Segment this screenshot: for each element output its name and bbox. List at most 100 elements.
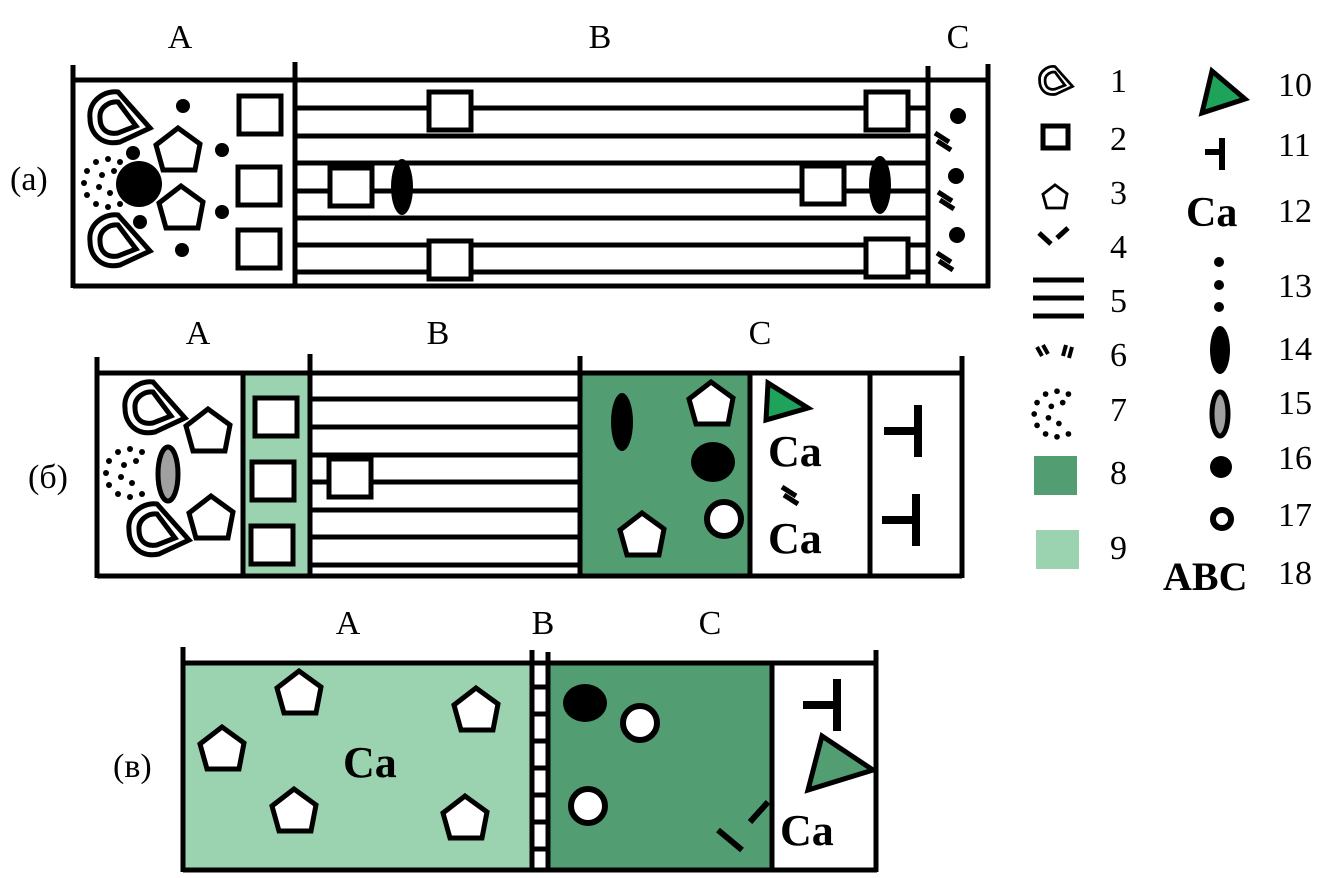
ladder-zone [529, 650, 551, 872]
black-dot-icon [950, 108, 966, 124]
dotted-circle-icon [1031, 388, 1072, 440]
panel-b-frame [94, 354, 965, 579]
black-dot-icon [948, 168, 964, 184]
square-icon [429, 241, 471, 279]
pentagon-icon [186, 409, 230, 451]
legend-num: 12 [1278, 193, 1312, 230]
legend-item-18: ABC 18 [1163, 554, 1312, 599]
square-icon [238, 230, 280, 268]
legend-item-12: Ca 12 [1186, 190, 1312, 236]
panel-label-a: (a) [10, 161, 48, 198]
zone-b-B [310, 459, 371, 497]
zone-b-C: Ca Ca [611, 378, 918, 563]
black-dot-icon [175, 243, 189, 257]
square-icon [255, 398, 297, 436]
double-dash-icon [782, 487, 798, 504]
square-icon [866, 239, 908, 277]
green-triangle-icon [804, 731, 879, 794]
panel-a-frame [70, 62, 991, 289]
zone-c-A: Ca [200, 671, 498, 838]
panel-b: A B C (б) [28, 315, 965, 579]
green-triangle-icon [763, 378, 815, 424]
drop-shell-icon [90, 92, 150, 143]
zone-label-b-C: C [749, 315, 772, 352]
square-icon [802, 166, 844, 204]
panel-c-frame [180, 647, 879, 873]
legend-item-8: 8 [1034, 455, 1127, 495]
ca-text-icon: Ca [1186, 190, 1237, 236]
t-bar-icon [884, 405, 918, 457]
black-dot-icon [176, 99, 190, 113]
square-icon [251, 526, 293, 564]
zone-label-b-A: A [186, 315, 211, 352]
black-ellipse-icon [563, 684, 607, 722]
legend-num: 10 [1278, 67, 1312, 104]
square-icon [429, 92, 471, 130]
t-bar-icon [1205, 138, 1225, 170]
ca-label: Ca [780, 806, 834, 855]
drop-shell-icon [129, 504, 189, 555]
zone-a-C [935, 108, 966, 270]
black-ellipse-icon [611, 393, 633, 451]
black-ellipse-icon [1210, 326, 1230, 374]
zone-label-a-A: A [168, 19, 193, 56]
legend-num: 17 [1278, 497, 1312, 534]
dark-green-swatch-icon [1034, 456, 1077, 495]
legend-num: 7 [1110, 392, 1127, 429]
zone-a-A [81, 92, 281, 268]
three-dots-icon [1214, 257, 1224, 312]
square-icon [329, 459, 371, 497]
t-bar-icon [882, 494, 916, 546]
legend-num: 5 [1110, 283, 1127, 320]
abc-text-icon: ABC [1163, 554, 1247, 599]
ca-label: Ca [768, 427, 822, 476]
panel-label-c: (в) [113, 748, 152, 785]
square-icon [239, 96, 281, 134]
legend-num: 3 [1110, 175, 1127, 212]
legend-num: 8 [1110, 455, 1127, 492]
legend-item-17: 17 [1210, 497, 1312, 534]
black-dot-icon [1210, 456, 1232, 478]
legend-num: 13 [1278, 268, 1312, 305]
pentagon-icon [189, 496, 233, 538]
legend-num: 4 [1110, 229, 1127, 266]
legend-item-1: 1 [1038, 63, 1127, 100]
legend-num: 15 [1278, 385, 1312, 422]
black-ellipse-icon [869, 156, 891, 214]
gray-ellipse-icon [1209, 389, 1231, 439]
green-triangle-icon [1198, 66, 1251, 117]
broken-dash-icon [1037, 226, 1070, 246]
black-dot-icon [133, 215, 147, 229]
dotted-circle-icon [103, 446, 145, 500]
legend-num: 2 [1110, 121, 1127, 158]
zone-label-c-B: B [532, 605, 555, 642]
legend-item-15: 15 [1209, 385, 1312, 439]
square-icon [238, 167, 280, 205]
black-ellipse-icon [116, 161, 162, 207]
zone-label-a-B: B [589, 19, 612, 56]
ca-label: Ca [768, 514, 822, 563]
zone-b-A [103, 382, 297, 564]
panel-a: A B C (a) [10, 19, 991, 289]
legend-num: 1 [1110, 63, 1127, 100]
zone-label-c-A: A [336, 605, 361, 642]
legend-item-10: 10 [1198, 66, 1312, 117]
legend-num: 6 [1110, 337, 1127, 374]
black-dot-icon [949, 227, 965, 243]
zone-label-b-B: B [427, 315, 450, 352]
ring-icon [1210, 507, 1234, 531]
legend-item-11: 11 [1205, 127, 1311, 170]
ring-icon [568, 786, 608, 826]
legend-item-5: 5 [1033, 277, 1127, 320]
broken-dash-icon [716, 799, 771, 853]
double-dash-icon [937, 253, 953, 270]
legend-item-3: 3 [1041, 175, 1127, 212]
black-dot-icon [126, 146, 140, 160]
drop-shell-icon [125, 382, 185, 433]
legend-num: 16 [1278, 440, 1312, 477]
pentagon-icon [1041, 183, 1069, 210]
panel-c: A B C (в) [113, 605, 879, 873]
legend-item-14: 14 [1210, 326, 1312, 374]
square-icon [330, 168, 372, 206]
